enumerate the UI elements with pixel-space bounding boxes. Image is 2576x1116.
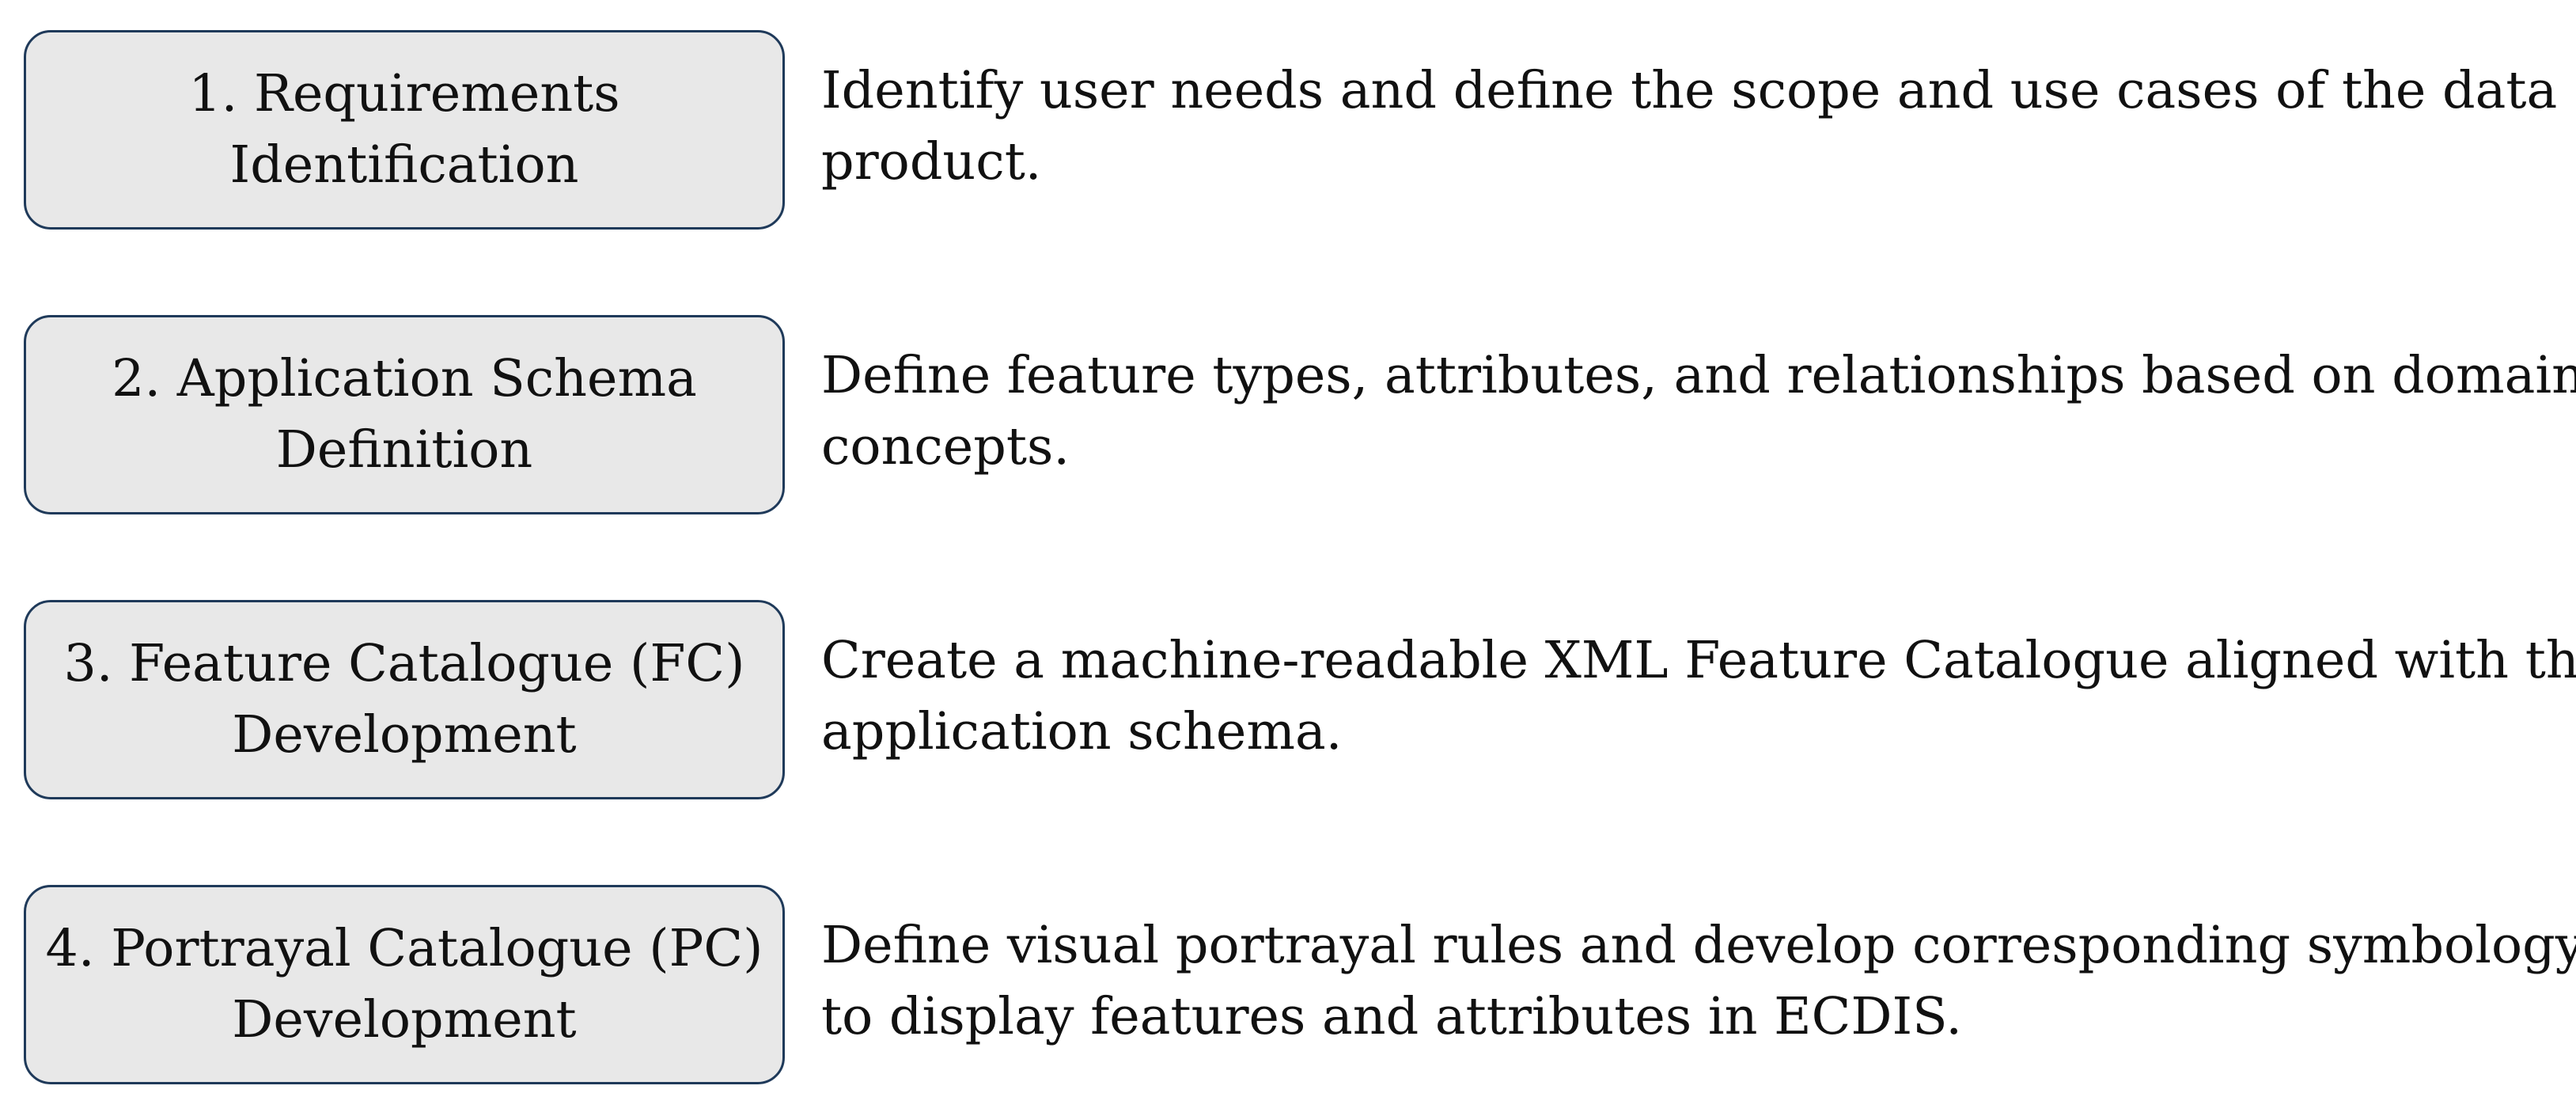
- step-3-desc-line-2: application schema.: [821, 702, 1343, 761]
- step-row-3: 3. Feature Catalogue (FC) Development Cr…: [24, 600, 2576, 804]
- step-3-title-line-2: Development: [232, 705, 577, 765]
- step-2-description: Define feature types, attributes, and re…: [821, 340, 2576, 483]
- step-1-desc-line-1: Identify user needs and define the scope…: [821, 61, 2558, 120]
- step-1-title-line-2: Identification: [229, 135, 579, 195]
- step-row-1: 1. Requirements Identification Identify …: [24, 30, 2557, 234]
- step-3-box: 3. Feature Catalogue (FC) Development: [24, 600, 785, 799]
- step-3-desc-line-1: Create a machine-readable XML Feature Ca…: [821, 631, 2576, 690]
- step-4-title-line-1: 4. Portrayal Catalogue (PC): [45, 919, 763, 978]
- step-1-box: 1. Requirements Identification: [24, 30, 785, 230]
- step-2-title-line-2: Definition: [275, 420, 533, 480]
- step-3-description: Create a machine-readable XML Feature Ca…: [821, 625, 2576, 768]
- step-row-2: 2. Application Schema Definition Define …: [24, 315, 2576, 519]
- step-2-desc-line-2: concepts.: [821, 417, 1070, 476]
- step-4-description: Define visual portrayal rules and develo…: [821, 910, 2576, 1053]
- step-4-desc-line-2: to display features and attributes in EC…: [821, 987, 1962, 1046]
- step-row-4: 4. Portrayal Catalogue (PC) Development …: [24, 885, 2576, 1089]
- step-1-title-line-1: 1. Requirements: [188, 64, 620, 123]
- step-4-desc-line-1: Define visual portrayal rules and develo…: [821, 916, 2576, 975]
- step-2-desc-line-1: Define feature types, attributes, and re…: [821, 346, 2576, 405]
- step-1-desc-line-2: product.: [821, 132, 1042, 192]
- step-4-box: 4. Portrayal Catalogue (PC) Development: [24, 885, 785, 1084]
- step-3-title-line-1: 3. Feature Catalogue (FC): [63, 634, 745, 693]
- step-2-box: 2. Application Schema Definition: [24, 315, 785, 514]
- step-2-title-line-1: 2. Application Schema: [112, 349, 697, 408]
- step-1-description: Identify user needs and define the scope…: [821, 55, 2562, 198]
- step-4-title-line-2: Development: [232, 990, 577, 1050]
